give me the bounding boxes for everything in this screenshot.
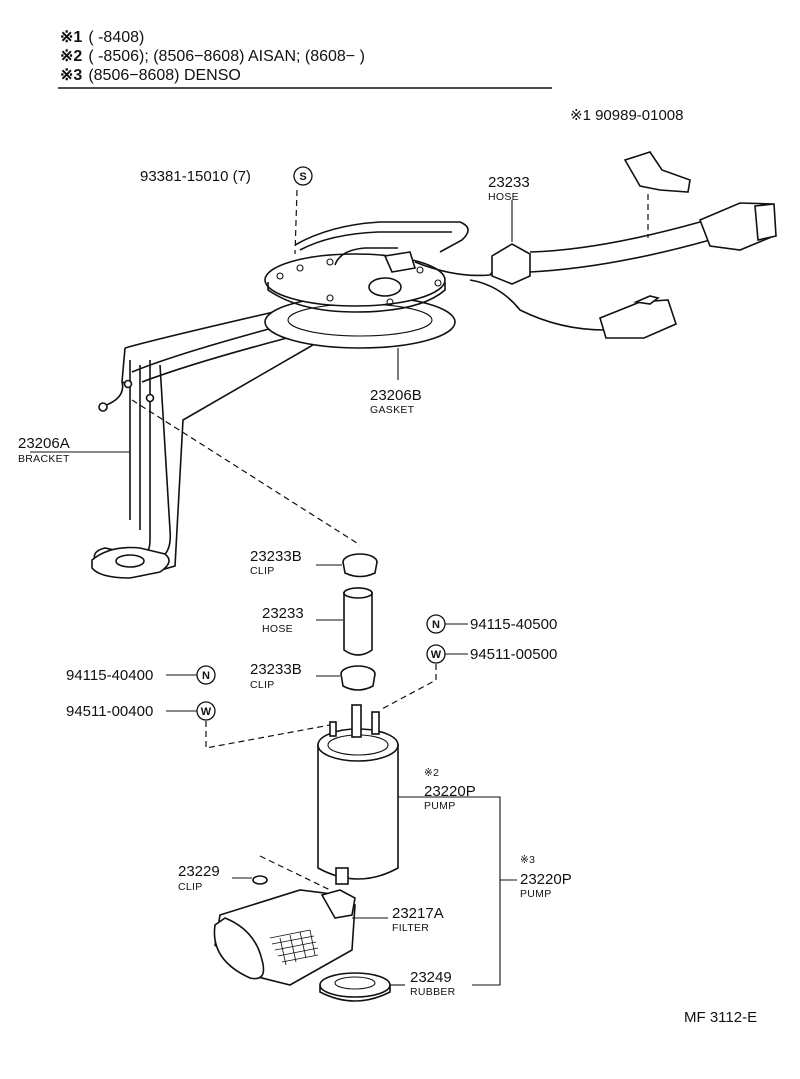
label-pump2-name: PUMP — [520, 888, 552, 900]
label-rubber-name: RUBBER — [410, 986, 456, 998]
bolt-symbol-text: S — [299, 171, 306, 183]
nut-left-symbol-text: N — [202, 670, 210, 682]
label-pump1-mark: ※2 — [424, 767, 439, 779]
label-bolt: 93381-15010 (7) — [140, 168, 251, 185]
label-clip3-no: 23229 — [178, 863, 220, 880]
bracket-drawing — [30, 305, 326, 579]
washer-left-dash — [205, 721, 331, 749]
label-clip3-name: CLIP — [178, 881, 203, 893]
label-hose-mid-name: HOSE — [262, 623, 293, 635]
hose-top-drawing — [469, 151, 777, 339]
figure-id: MF 3112-E — [684, 1009, 757, 1026]
pump-drawing — [317, 704, 500, 885]
washer-left-symbol-text: W — [201, 706, 212, 718]
label-hose-top-name: HOSE — [488, 191, 519, 203]
label-clip1-name: CLIP — [250, 565, 275, 577]
label-washer-right: 94511-00500 — [470, 646, 557, 663]
label-gasket-name: GASKET — [370, 404, 415, 416]
part-labels: ※1 90989-01008 93381-15010 (7) 23233 HOS… — [18, 107, 757, 1026]
label-clip2-name: CLIP — [250, 679, 275, 691]
note-1: ※1( -8408) — [60, 29, 144, 46]
label-hose-top-no: 23233 — [488, 174, 530, 191]
rubber-drawing — [319, 972, 405, 1002]
note-2: ※2( -8506); (8506−8608) AISAN; (8608− ) — [60, 48, 365, 65]
nut-left-symbol — [196, 665, 216, 685]
clip1-drawing — [316, 553, 378, 578]
label-washer-left: 94511-00400 — [66, 703, 153, 720]
label-nut-right: 94115-40500 — [470, 616, 557, 633]
nut-right-symbol-text: N — [432, 619, 440, 631]
washer-right-dash — [379, 664, 437, 711]
label-filter-name: FILTER — [392, 922, 429, 934]
pump-bracket-line — [472, 796, 501, 986]
sender-plate-drawing — [264, 221, 501, 313]
gasket-drawing — [264, 295, 456, 380]
label-nut-left: 94115-40400 — [66, 667, 153, 684]
label-gasket-no: 23206B — [370, 387, 422, 404]
label-clip2-no: 23233B — [250, 661, 302, 678]
washer-right-symbol-text: W — [431, 649, 442, 661]
label-bracket-name: BRACKET — [18, 453, 70, 465]
bolt-symbol — [293, 166, 313, 186]
label-pump1-no: 23220P — [424, 783, 476, 800]
label-pump1-name: PUMP — [424, 800, 456, 812]
label-pump2-no: 23220P — [520, 871, 572, 888]
clip3-drawing — [232, 855, 331, 891]
header-notes: ※1( -8408) ※2( -8506); (8506−8608) AISAN… — [58, 29, 552, 89]
bolt-leader — [294, 189, 298, 255]
label-n1-part: ※1 90989-01008 — [570, 107, 684, 124]
label-rubber-no: 23249 — [410, 969, 452, 986]
label-bracket-no: 23206A — [18, 435, 70, 452]
washer-left-symbol — [196, 701, 216, 721]
label-clip1-no: 23233B — [250, 548, 302, 565]
note-3: ※3(8506−8608) DENSO — [60, 67, 241, 84]
label-pump2-mark: ※3 — [520, 854, 535, 866]
bracket-clip-leader — [131, 399, 361, 546]
clip2-drawing — [316, 665, 376, 691]
hose-mid-drawing — [316, 587, 373, 656]
label-hose-mid-no: 23233 — [262, 605, 304, 622]
filter-drawing — [213, 889, 388, 986]
label-filter-no: 23217A — [392, 905, 444, 922]
